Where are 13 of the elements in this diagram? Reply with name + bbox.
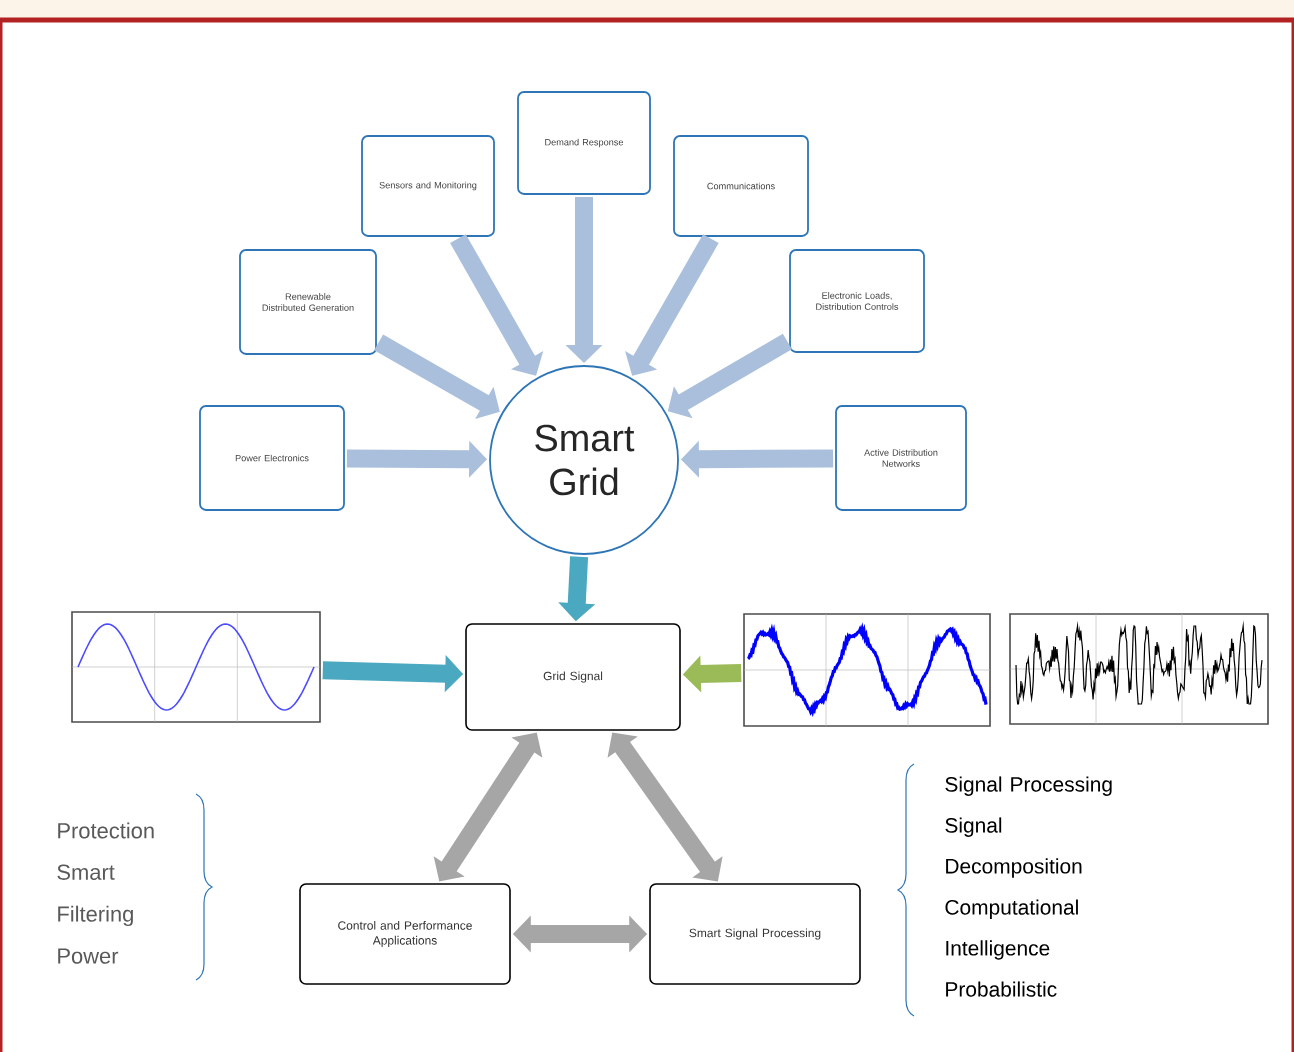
circle-node: Smart Grid [489, 365, 679, 555]
list-item: Signal Decomposition [945, 817, 1082, 878]
arrow [607, 732, 723, 882]
list-item: Signal Processing [945, 776, 1112, 796]
sine-wave-drawing [71, 611, 321, 723]
list-item: Probabilistic [946, 981, 1057, 997]
signal-trace-drawing [1009, 613, 1269, 725]
list-item: Smart Filtering [57, 864, 133, 927]
list-item: Power [58, 948, 119, 964]
noisy-wave-drawing [743, 613, 991, 727]
list-item: Protection [58, 822, 154, 839]
list-item: Computational Intelligence [945, 899, 1078, 960]
arrow [450, 234, 544, 376]
